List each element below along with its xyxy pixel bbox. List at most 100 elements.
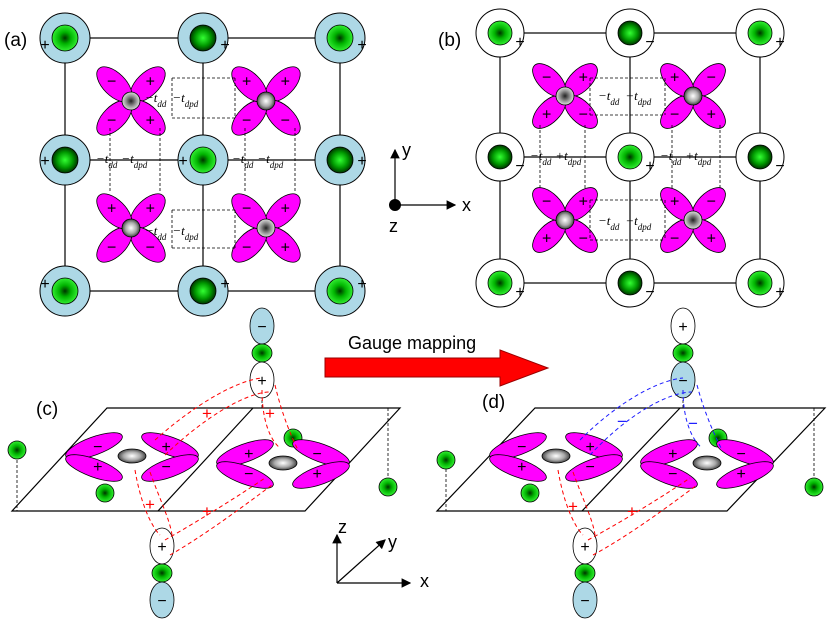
d-orbital-b-sign: + [670, 194, 679, 211]
s-site-b-sign: + [775, 34, 784, 51]
d-orbital-a-sign: + [281, 74, 290, 91]
s-site-a-orb [189, 24, 217, 52]
d-orbital-c-lobe [65, 432, 123, 460]
s-site-a-sign: + [357, 276, 366, 293]
s-site-a-sign: + [357, 153, 366, 170]
s-site-b-sign: + [775, 284, 784, 301]
d-orbital-c-center [117, 448, 147, 464]
p-site-d [436, 450, 456, 470]
d-orbital-a: ++−− [231, 193, 301, 263]
d-orbital-c-lobe [216, 439, 274, 467]
s-site-b-orb [487, 144, 513, 170]
d-orbital-b-center [683, 210, 703, 230]
s-site-b: + [735, 8, 785, 58]
bond-sign-d: + [568, 497, 578, 516]
s-site-a-sign: + [40, 37, 49, 54]
s-site-a-sign: + [40, 276, 49, 293]
d-orbital-b-center [555, 86, 575, 106]
hop-label-a-bottom: −tdd−tdpd [145, 223, 199, 242]
y-label-top: y [402, 140, 411, 160]
bond-d [592, 484, 698, 556]
p-stack-c-bottom-sign: + [157, 539, 166, 556]
panel-d-label: (d) [482, 392, 505, 413]
d-orbital-b-sign: + [542, 106, 551, 123]
hop-arrow-a-bottom [171, 209, 236, 249]
panel-b: (b) +−+−+−+−+ +−+−−+−++−+−−+−+ −tdd+tdpd… [438, 8, 785, 308]
s-site-b-sign: − [645, 284, 654, 301]
hop-label-a-right: −tdd−tdpd [232, 151, 284, 170]
d-orbital-a-sign: + [242, 74, 251, 91]
d-orbital-d-lobe [716, 439, 774, 467]
s-site-a: + [314, 134, 367, 186]
bond-sign-c: + [202, 502, 212, 521]
s-site-b-sign: + [645, 158, 654, 175]
d-orbital-c-sign: − [313, 446, 322, 463]
s-site-a-orb [326, 24, 354, 52]
d-orbital-d-sign: + [737, 466, 746, 483]
d-orbital-a-sign: − [107, 112, 116, 129]
p-stack-c-bottom-p-orb [151, 563, 173, 583]
d-orbital-a: ++−− [96, 66, 166, 136]
bond-d [572, 471, 596, 536]
d-orbital-d-sign: + [586, 439, 595, 456]
s-site-a: + [177, 134, 229, 186]
hop-arrow-b-top [589, 77, 666, 116]
d-orbital-a-center [256, 218, 276, 238]
s-site-a-orb [326, 277, 354, 305]
p-stack-d-bottom: +− [572, 527, 598, 619]
p-stack-d-top: +− [670, 307, 696, 399]
p-site-d [520, 483, 540, 503]
plane-c-divider [157, 407, 254, 512]
d-orbital-a: +−−+ [231, 66, 301, 136]
d-orbital-d-lobe [716, 461, 774, 489]
s-site-a: + [39, 265, 91, 317]
s-site-a: + [314, 265, 367, 317]
z-label-top: z [389, 216, 398, 236]
s-site-b-sign: − [775, 158, 784, 175]
hop-arrow-b-left [539, 125, 586, 190]
plane-d-divider [581, 407, 681, 512]
d-orbital-c-sign: + [93, 459, 102, 476]
bond-d [579, 377, 684, 441]
x-label-bottom: x [420, 571, 429, 591]
d-orbital-c-sign: − [93, 439, 102, 456]
s-site-b: + [605, 132, 655, 182]
p-stack-d-top-sign: + [678, 319, 687, 336]
p-site-c [95, 483, 115, 503]
bond-c [169, 484, 273, 556]
s-site-a-orb [51, 24, 79, 52]
d-orbital-a-center [256, 91, 276, 111]
d-orbital-b-sign: + [707, 230, 716, 247]
s-site-a-sign: + [40, 153, 49, 170]
d-orbital-a-sign: + [281, 239, 290, 256]
p-stack-c-bottom: +− [149, 527, 175, 619]
d-orbital-d-sign: − [517, 439, 526, 456]
plane-c [10, 407, 402, 512]
d-orbital-c-lobe [216, 461, 274, 489]
s-site-a: + [39, 12, 91, 64]
panel-d: (d) −++−+−−++−+−−−++ [435, 307, 827, 619]
z-label-bottom: z [338, 517, 347, 537]
d-orbital-d-center [692, 455, 722, 471]
s-site-b-orb [747, 20, 773, 46]
d-orbital-b-sign: − [542, 194, 551, 211]
d-orbital-d-lobe [640, 461, 698, 489]
s-site-a-sign: + [220, 276, 229, 293]
p-stack-c-bottom-lobe [149, 581, 175, 619]
hopping-arrows-b [539, 77, 721, 241]
d-orbital-b-sign: + [579, 70, 588, 87]
d-orbital-c-sign: + [162, 439, 171, 456]
s-site-b-sign: − [645, 34, 654, 51]
d-orbital-a-sign: + [281, 201, 290, 218]
z-axis-dot-top [389, 199, 401, 211]
panel-d-content: −++−+−−++−+−−−++ [436, 307, 824, 619]
d-orbital-b-sign: + [670, 70, 679, 87]
p-stack-c-top-sign: + [257, 373, 266, 390]
d-orbitals-a: ++−−+−−++−−+++−− [96, 66, 301, 263]
d-orbital-c: −++− [65, 432, 199, 482]
d-orbital-d-lobe [489, 432, 547, 460]
bond-c [149, 471, 173, 536]
d-orbital-b-sign: − [579, 230, 588, 247]
p-stack-d-bottom-lobe [572, 581, 598, 619]
